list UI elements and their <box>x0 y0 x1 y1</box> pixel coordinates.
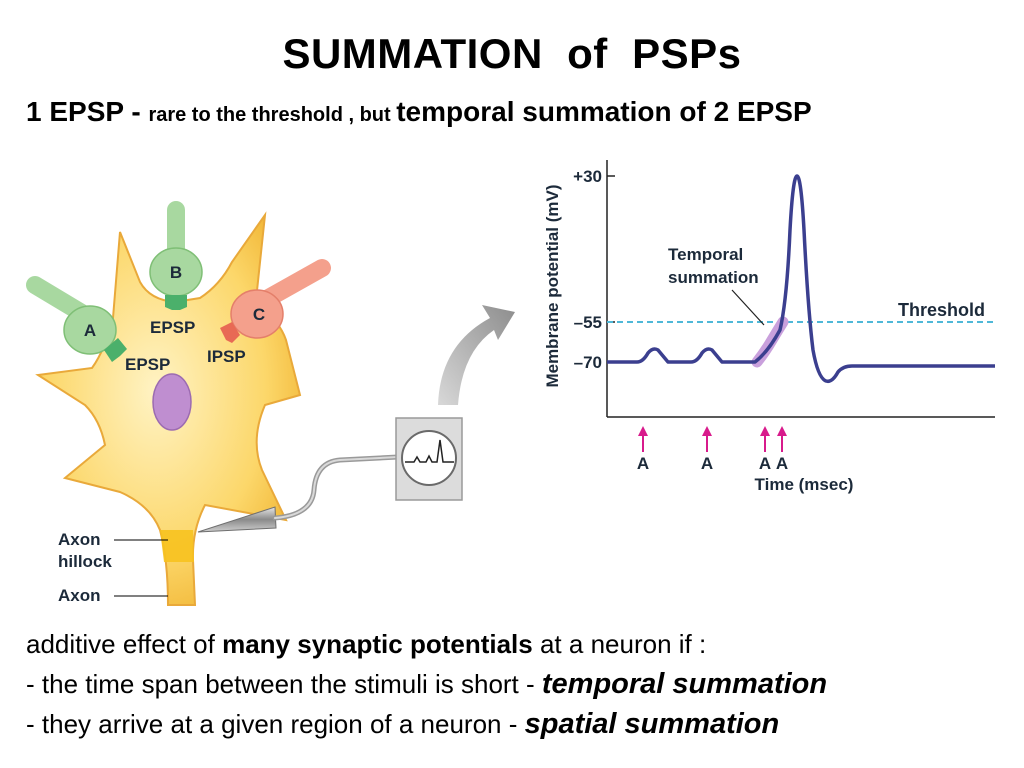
explanation-text: additive effect of many synaptic potenti… <box>26 624 1016 744</box>
explanation-line-1: additive effect of many synaptic potenti… <box>26 624 1016 664</box>
nucleus <box>152 373 192 431</box>
synapse-a <box>26 276 127 362</box>
subtitle-part-2: rare to the threshold , but <box>148 104 397 126</box>
membrane-potential-graph: +30 –55 –70 Membrane potential (mV) Thre… <box>543 160 995 494</box>
label-axon: Axon <box>58 586 101 605</box>
subtitle-part-3: temporal summation of 2 EPSP <box>396 96 812 127</box>
label-axon-hillock-line2: hillock <box>58 552 112 571</box>
x-axis-label: Time (msec) <box>755 475 854 494</box>
synapse-letter-c: C <box>253 305 265 324</box>
tick-label-threshold: –55 <box>574 313 602 332</box>
subtitle-part-1: 1 EPSP - <box>26 96 149 127</box>
stimulus-label-1: A <box>637 454 649 473</box>
page-title: SUMMATION of PSPs <box>282 30 742 77</box>
line1-text-c: at a neuron if : <box>532 629 707 659</box>
label-ipsp: IPSP <box>207 347 246 366</box>
synapse-b <box>149 201 203 310</box>
line1-text-a: additive effect of <box>26 629 223 659</box>
line3-text-a: - they arrive at a given region of a neu… <box>26 709 525 739</box>
stimulus-label-3: A <box>759 454 771 473</box>
curved-arrow <box>438 305 515 405</box>
line2-text-a: - the time span between the stimuli is s… <box>26 669 542 699</box>
explanation-line-3: - they arrive at a given region of a neu… <box>26 704 1016 744</box>
line3-emphasis: spatial summation <box>524 708 780 740</box>
axon-hillock-band <box>160 530 194 562</box>
synapse-letter-a: A <box>84 321 96 340</box>
stimulus-label-2: A <box>701 454 713 473</box>
threshold-label: Threshold <box>898 300 985 320</box>
synapse-c <box>220 259 331 343</box>
tick-label-top: +30 <box>573 167 602 186</box>
label-axon-hillock-line1: Axon <box>58 530 101 549</box>
tick-label-rest: –70 <box>574 353 602 372</box>
explanation-line-2: - the time span between the stimuli is s… <box>26 664 1016 704</box>
annotation-line-1: Temporal <box>668 245 743 264</box>
label-epsp-a: EPSP <box>125 355 170 374</box>
annotation-line-2: summation <box>668 268 759 287</box>
synapse-a-letter-b: B <box>170 263 182 282</box>
electrode-wire <box>272 454 401 521</box>
line2-emphasis: temporal summation <box>541 668 828 700</box>
oscilloscope <box>395 417 463 501</box>
stimulus-arrows <box>638 426 787 452</box>
annotation-pointer <box>731 289 765 326</box>
membrane-trace <box>607 174 995 384</box>
stimulus-label-4: A <box>776 454 788 473</box>
y-axis-label: Membrane potential (mV) <box>543 184 562 387</box>
subtitle: 1 EPSP - rare to the threshold , but tem… <box>26 96 1016 128</box>
label-epsp-b: EPSP <box>150 318 195 337</box>
line1-text-b: many synaptic potentials <box>222 629 533 659</box>
